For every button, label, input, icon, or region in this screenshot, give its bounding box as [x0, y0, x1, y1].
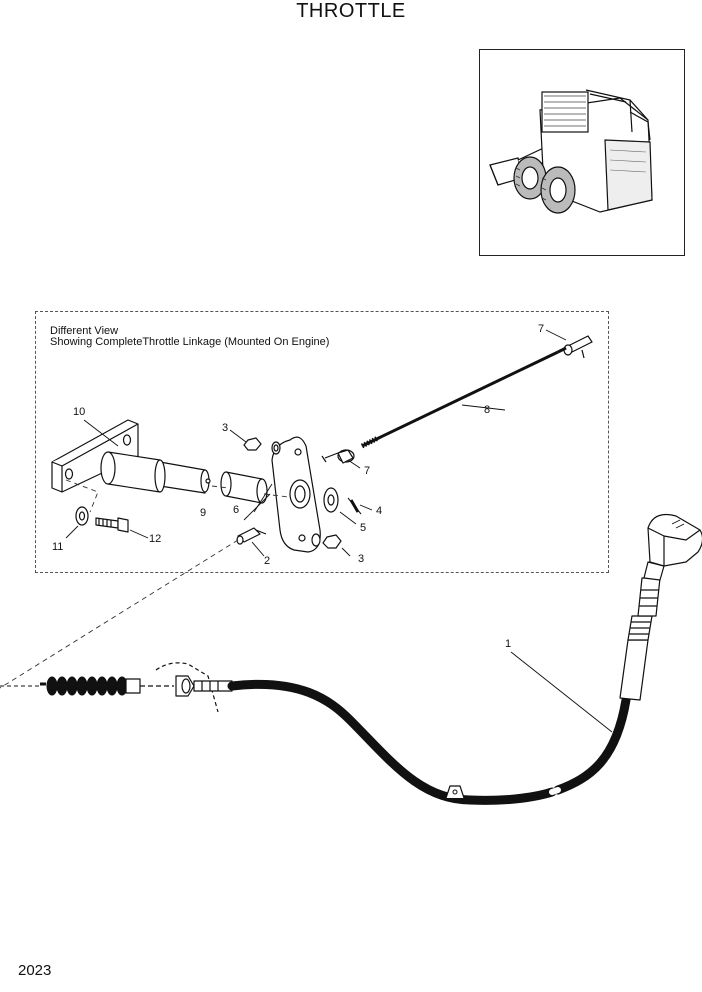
- machine-overview-inset: [479, 49, 685, 256]
- part-6-flange-plate: [271, 436, 321, 553]
- part-12-bolt: [95, 517, 129, 533]
- part-4-spring-pin: [347, 497, 362, 515]
- callout-2: 2: [264, 555, 271, 567]
- callout-10: 10: [73, 406, 86, 418]
- callout-1: 1: [505, 638, 512, 650]
- part-11-washer: [75, 506, 89, 526]
- callout-9: 9: [200, 507, 207, 519]
- callout-7-upper: 7: [538, 323, 545, 335]
- callout-6: 6: [233, 504, 240, 516]
- part-2-ball-joint: [236, 527, 267, 545]
- part-3-upper-nut-washer: [243, 437, 281, 455]
- part-3-lower-washer-nut: [311, 533, 342, 549]
- part-5-washer: [323, 487, 339, 513]
- skid-steer-loader-illustration: [489, 89, 653, 214]
- linkage-detail-box: [35, 311, 609, 573]
- note-line-1: Different View: [50, 325, 119, 337]
- callout-3-lower: 3: [358, 553, 365, 565]
- part-8-throttle-rod: [360, 350, 559, 449]
- part-10-shaft: [100, 451, 211, 494]
- detail-view-note: Different View Showing CompleteThrottle …: [50, 326, 329, 348]
- part-1-cable-jacket: [227, 679, 631, 805]
- callout-11: 11: [52, 541, 64, 553]
- callout-3-upper: 3: [222, 422, 229, 434]
- page-title: THROTTLE: [296, 0, 406, 22]
- part-1-throttle-handle: [619, 513, 702, 701]
- page-number: 2023: [18, 962, 52, 979]
- part-7-upper-rod-end: [557, 335, 593, 359]
- callout-4: 4: [376, 505, 383, 517]
- part-10-mounting-bracket: [51, 419, 139, 493]
- callout-12: 12: [149, 533, 162, 545]
- part-7-lower-rod-end: [321, 449, 355, 464]
- callout-5: 5: [360, 522, 367, 534]
- callout-8: 8: [484, 404, 491, 416]
- part-9-sleeve: [220, 471, 268, 504]
- part-1-cable-end-fitting: [0, 662, 233, 713]
- note-line-2: Showing CompleteThrottle Linkage (Mounte…: [50, 336, 330, 348]
- callout-7-lower: 7: [364, 465, 371, 477]
